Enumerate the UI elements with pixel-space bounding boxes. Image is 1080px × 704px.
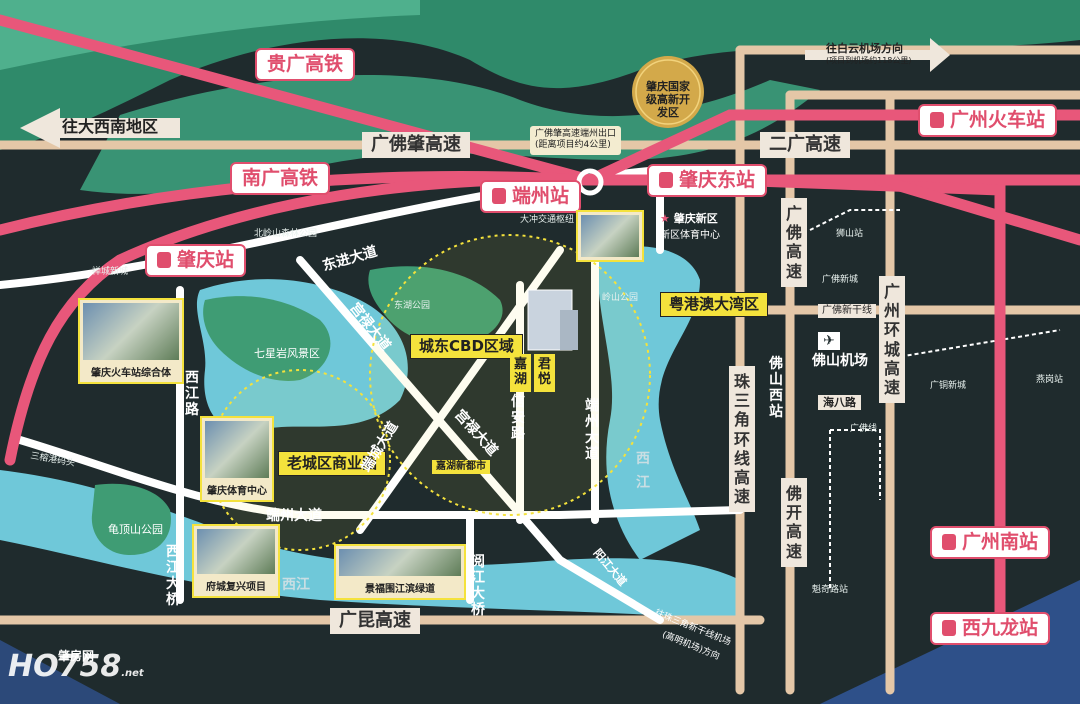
train-icon [942, 620, 956, 636]
highway-label-guangzhou-ring: 广州环城高速 [879, 276, 905, 404]
corner-stripes-2 [0, 640, 120, 704]
poi-sports-center: 新区体育中心 [660, 230, 720, 241]
airport-icon: ✈ [818, 332, 840, 350]
poi-dongjing-park: 东湖公园 [394, 301, 431, 311]
highway-label-fokai: 佛开高速 [781, 478, 807, 567]
poi-guishan: 龟顶山公园 [108, 523, 163, 536]
hightech-seal [632, 56, 704, 128]
star-icon: ★ [660, 212, 670, 225]
poi-haibadao: 海八路 [818, 395, 861, 410]
card-caption: 肇庆体育中心 [207, 486, 267, 497]
southwest-arrow [20, 108, 180, 148]
highway-label-erguang: 二广高速 [760, 132, 850, 158]
poi-zhaoqing-newdistrict: ★ 肇庆新区 [660, 212, 718, 225]
poi-yanggang: 燕岗站 [1036, 375, 1064, 385]
poi-kuiqi: 魁奇路站 [812, 585, 849, 595]
xijiang-river [0, 470, 740, 620]
road-xijiang-bridge: 西江大桥 [166, 544, 180, 609]
railway-label-guiguang: 贵广高铁 [255, 48, 356, 81]
airport-arrow [805, 38, 950, 72]
train-icon [492, 188, 506, 204]
metro-lines [809, 209, 1061, 590]
green-patch-2 [368, 266, 503, 346]
exit-note-line1: 广佛肇高速端州出口 [535, 129, 617, 139]
exit-note-line2: (距离项目约4公里) [535, 140, 611, 151]
poi-foshan-west: 佛山西站 [769, 356, 783, 421]
station-west-kowloon[interactable]: 西九龙站 [930, 612, 1051, 645]
poi-guangfo-line: 广佛新干线 [818, 304, 876, 318]
poi-guangzhou-line: 广佛线 [850, 424, 878, 434]
railway-label-nanguang: 南广高铁 [230, 162, 331, 195]
gba-label: 粤港澳大湾区 [660, 292, 769, 317]
hills-top [0, 0, 1080, 150]
card-photo [581, 215, 639, 257]
guishan-park [91, 483, 171, 555]
green-patch-1 [203, 296, 331, 381]
water-jiang: 江 [636, 475, 650, 491]
card-dachong[interactable] [576, 210, 644, 262]
road-xinan: 信安路 [511, 394, 525, 443]
poi-qixingyan: 七星岩风景区 [254, 347, 320, 360]
train-icon [930, 112, 944, 128]
water-xi: 西 [636, 451, 650, 467]
card-photo [339, 549, 461, 576]
highway-label-guangfozhao: 广佛肇高速 [362, 132, 470, 158]
card-photo [197, 529, 275, 574]
card-sports-hub[interactable]: 肇庆体育中心 [200, 416, 274, 502]
poi-lingshan-park: 岭山公园 [602, 293, 639, 303]
lake-east [597, 246, 700, 560]
direction-southwest: 往大西南地区 [62, 117, 159, 136]
highway-label-guangfo: 广佛高速 [781, 198, 807, 287]
poi-guangmo: 广铜新城 [930, 381, 967, 391]
exit-note: 广佛肇高速端州出口 (距离项目约4公里) [530, 126, 622, 155]
poi-beiling: 北岭山森林公园 [254, 229, 318, 239]
poi-shaoxi: 狮山站 [836, 229, 864, 239]
poi-guangshao: 广佛新城 [822, 275, 859, 285]
highway-label-guangkun: 广昆高速 [330, 608, 420, 634]
station-duanzhou[interactable]: 端州站 [480, 180, 582, 213]
hightech-zone-label: 肇庆国家级高新开发区 [646, 80, 690, 120]
station-zhaoqing[interactable]: 肇庆站 [145, 244, 247, 277]
station-guangzhou-south[interactable]: 广州南站 [930, 526, 1051, 559]
poi-foshan-airport: 佛山机场 [812, 353, 868, 369]
highway-label-pearl-ring: 珠三角环线高速 [729, 366, 755, 513]
project-name-2: 君悦 [534, 354, 555, 392]
card-caption: 肇庆火车站综合体 [91, 368, 171, 379]
card-station-complex[interactable]: 肇庆火车站综合体 [78, 298, 184, 384]
project-name-1: 嘉湖 [510, 354, 531, 392]
direction-baiyun: 往白云机场方向 [826, 42, 903, 55]
road-xijiang: 西江路 [185, 370, 199, 419]
road-yuejiang-bridge: 阅江大桥 [471, 554, 485, 619]
card-caption: 景福围江滨绿道 [365, 584, 435, 595]
card-photo [83, 303, 179, 360]
card-photo [205, 421, 269, 478]
station-zhaoqing-east[interactable]: 肇庆东站 [647, 164, 768, 197]
cbd-label: 城东CBD区域 [410, 334, 523, 359]
watermark-logo: HO758.net [8, 649, 144, 684]
road-duanzhou: 端州大道 [266, 508, 322, 524]
card-caption: 府城复兴项目 [206, 582, 266, 593]
station-guangzhou[interactable]: 广州火车站 [918, 104, 1058, 137]
train-icon [659, 172, 673, 188]
train-icon [157, 252, 171, 268]
poi-dachong: 大冲交通枢纽 [520, 215, 575, 225]
old-city-label: 老城区商业圈 [278, 451, 387, 476]
train-icon [942, 534, 956, 550]
poi-yuqiao: 禅城新城 [92, 267, 129, 277]
road-duanzhou-2: 端州大道 [585, 398, 599, 463]
jiahu-xindu-label: 嘉湖新都市 [432, 460, 490, 474]
direction-baiyun-note: (项目到机场约118公里) [826, 56, 912, 65]
watermark-brand: 肇房网 [58, 649, 95, 663]
hills-band [0, 0, 420, 70]
card-xijiang-road[interactable]: 景福围江滨绿道 [334, 544, 466, 600]
card-old-city[interactable]: 府城复兴项目 [192, 524, 280, 598]
water-xijiang: 西江 [282, 577, 310, 593]
